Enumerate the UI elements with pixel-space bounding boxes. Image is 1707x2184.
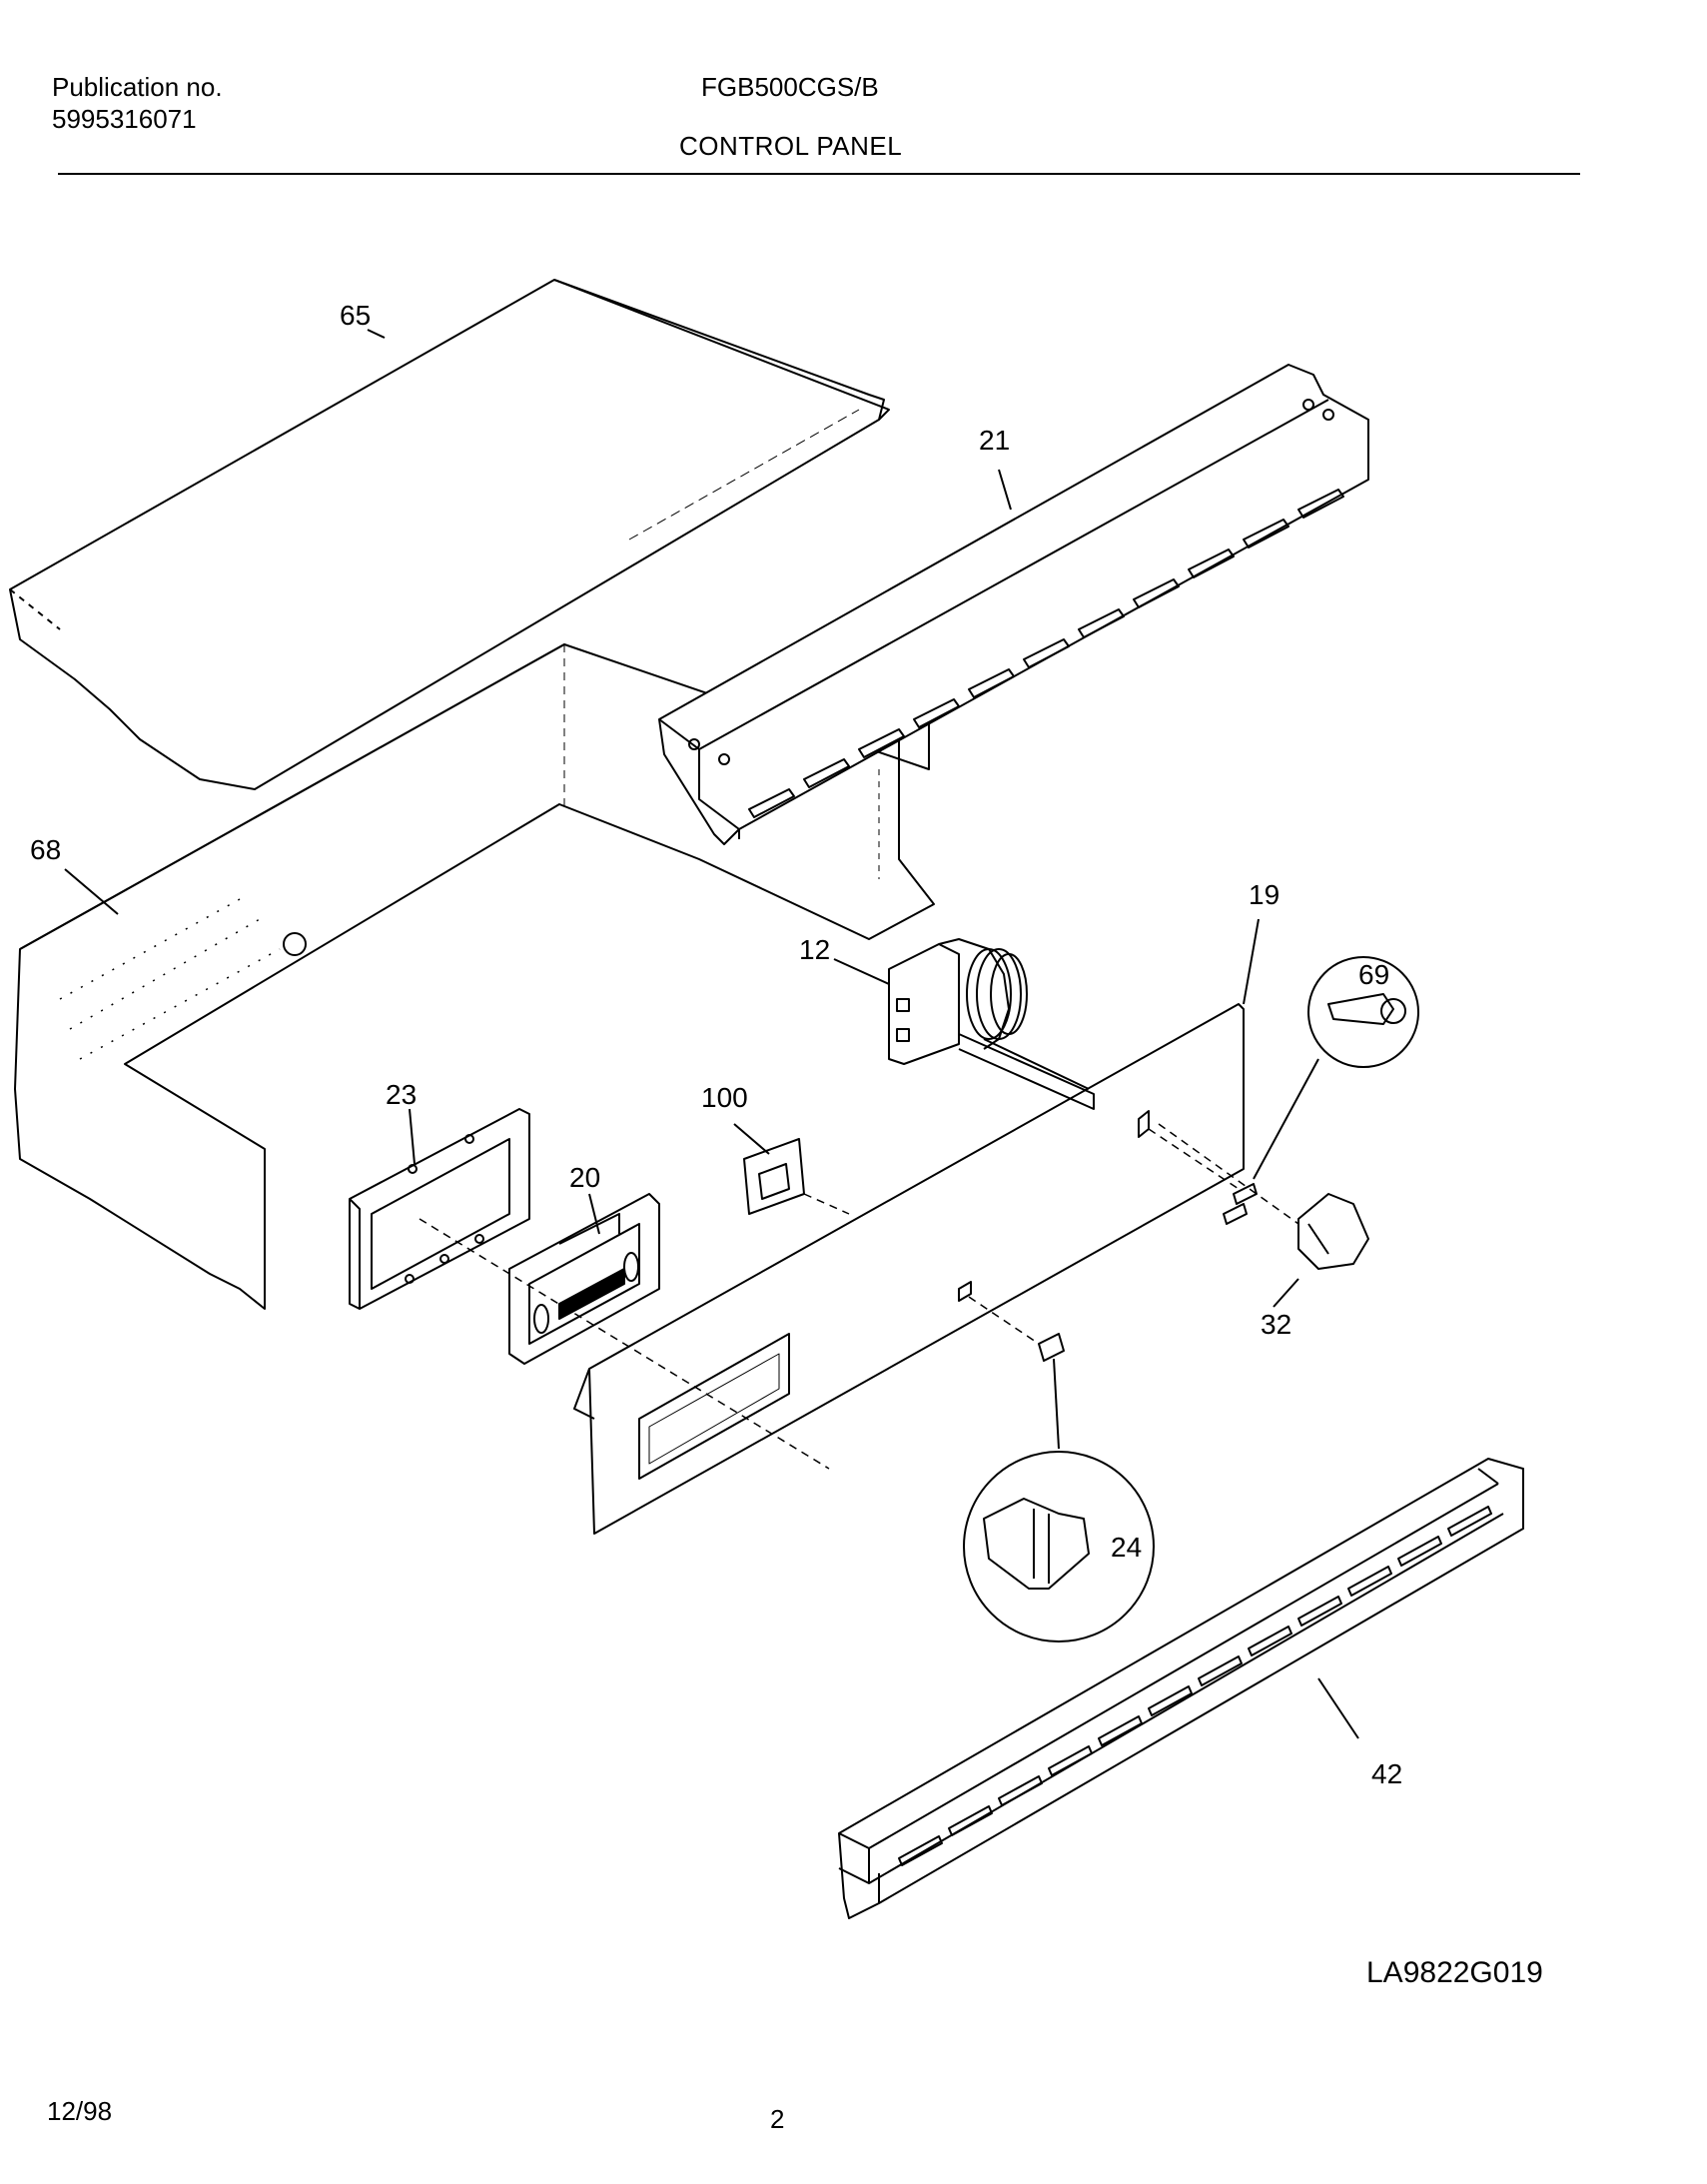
page-number: 2 <box>770 2104 785 2134</box>
leader-lines <box>64 329 1359 1739</box>
model-number: FGB500CGS/B <box>701 72 879 102</box>
part-32-knob <box>1297 1193 1369 1270</box>
label-19: 19 <box>1249 879 1280 910</box>
part-19-control-panel <box>573 1003 1245 1535</box>
part-23-bracket <box>349 1108 530 1310</box>
assembly-guides <box>419 1123 1299 1470</box>
part-65-top-panel <box>9 279 890 790</box>
label-68: 68 <box>30 834 61 865</box>
publication-number: 5995316071 <box>52 104 197 134</box>
part-12-switch <box>888 938 1095 1110</box>
part-20-display-module <box>508 1193 660 1365</box>
part-69-detail <box>1253 956 1419 1180</box>
footer-date: 12/98 <box>47 2096 113 2126</box>
part-42-lower-trim <box>838 1458 1524 1919</box>
label-32: 32 <box>1261 1309 1291 1340</box>
label-12: 12 <box>799 934 830 965</box>
label-100: 100 <box>701 1082 748 1113</box>
header-rule <box>58 173 1580 175</box>
publication-label: Publication no. <box>52 72 223 102</box>
part-labels: 65 21 68 19 12 69 23 100 20 32 24 42 <box>30 300 1402 1789</box>
part-100-gasket <box>743 1138 805 1215</box>
part-21-vent-trim <box>658 364 1369 845</box>
drawing-code: LA9822G019 <box>1366 1956 1543 1989</box>
label-20: 20 <box>569 1162 600 1193</box>
label-24: 24 <box>1111 1532 1142 1563</box>
label-65: 65 <box>340 300 371 331</box>
section-title: CONTROL PANEL <box>679 131 903 161</box>
label-69: 69 <box>1358 959 1389 990</box>
label-42: 42 <box>1371 1758 1402 1789</box>
label-23: 23 <box>386 1079 417 1110</box>
label-21: 21 <box>979 425 1010 456</box>
part-screws <box>1223 1183 1258 1225</box>
part-24-detail <box>963 1333 1155 1642</box>
